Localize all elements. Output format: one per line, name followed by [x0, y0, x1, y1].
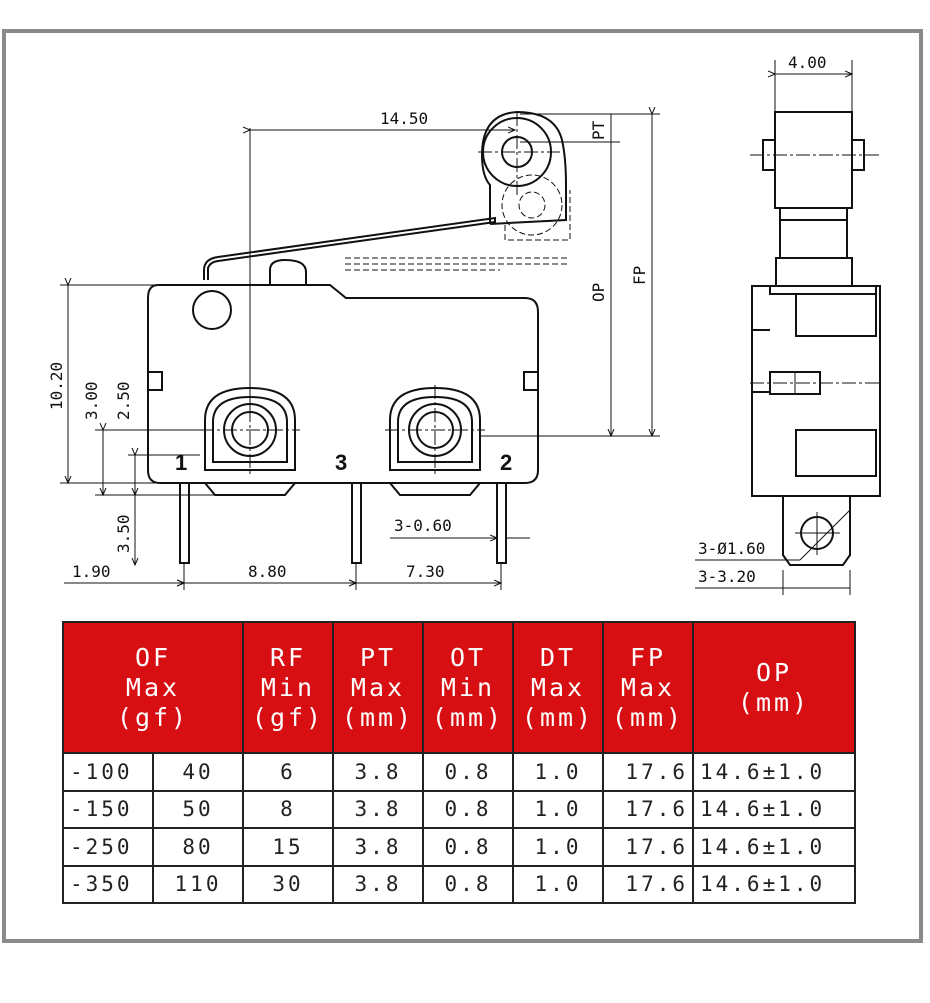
lever-arm	[203, 216, 496, 280]
label-op: OP	[589, 283, 608, 302]
pin-label-3: 3	[335, 450, 347, 475]
header-fp: FP Max (mm)	[602, 621, 694, 754]
spec-table: OF Max (gf) RF Min (gf) PT Max (mm) OT M…	[62, 621, 856, 904]
table-cell: -250	[62, 827, 154, 867]
table-cell: 1.0	[512, 864, 604, 904]
plunger	[269, 258, 307, 285]
table-row: -250 80 15 3.8 0.8 1.0 17.6 14.6±1.0	[62, 827, 856, 867]
table-cell: 0.8	[422, 864, 514, 904]
label-fp: FP	[630, 266, 649, 285]
table-cell: 1.0	[512, 789, 604, 829]
dim-top-width: 4.00	[788, 53, 827, 72]
dim-height: 10.20	[47, 362, 66, 410]
table-cell: 14.6±1.0	[692, 864, 856, 904]
table-cell: 0.8	[422, 789, 514, 829]
table-cell: 17.6	[602, 827, 694, 867]
table-cell: 80	[152, 827, 244, 867]
table-cell: 3.8	[332, 789, 424, 829]
technical-drawing: 4.00 14.50 PT OP FP 10.20 3.00 2.50 3.50…	[47, 53, 881, 595]
dim-3-00: 3.00	[82, 381, 101, 420]
header-pt: PT Max (mm)	[332, 621, 424, 754]
table-cell: -150	[62, 789, 154, 829]
pin-label-2: 2	[500, 450, 512, 475]
dim-hole-dia: 3-Ø1.60	[698, 539, 765, 558]
table-cell: 17.6	[602, 864, 694, 904]
table-cell: -350	[62, 864, 154, 904]
dim-2-50: 2.50	[114, 381, 133, 420]
header-rf: RF Min (gf)	[242, 621, 334, 754]
table-cell: 8	[242, 789, 334, 829]
header-ot: OT Min (mm)	[422, 621, 514, 754]
table-cell: 3.8	[332, 827, 424, 867]
table-cell: 110	[152, 864, 244, 904]
table-cell: 3.8	[332, 752, 424, 792]
table-cell: 0.8	[422, 752, 514, 792]
table-cell: 6	[242, 752, 334, 792]
pin-2	[496, 482, 507, 564]
header-of: OF Max (gf)	[62, 621, 244, 754]
table-cell: 14.6±1.0	[692, 827, 856, 867]
dim-tab: 3-3.20	[698, 567, 756, 586]
dim-pin-width: 3-0.60	[394, 516, 452, 535]
switch-body	[147, 284, 539, 484]
table-cell: 17.6	[602, 789, 694, 829]
header-op: OP (mm)	[692, 621, 856, 754]
table-cell: 17.6	[602, 752, 694, 792]
table-cell: 1.0	[512, 752, 604, 792]
dim-left-offset: 1.90	[72, 562, 111, 581]
top-hole	[192, 290, 232, 330]
table-row: -150 50 8 3.8 0.8 1.0 17.6 14.6±1.0	[62, 789, 856, 829]
side-view	[751, 111, 881, 566]
table-row: -350 110 30 3.8 0.8 1.0 17.6 14.6±1.0	[62, 864, 856, 904]
table-cell: 14.6±1.0	[692, 789, 856, 829]
table-cell: 50	[152, 789, 244, 829]
pin-3	[351, 482, 362, 564]
table-row: -100 40 6 3.8 0.8 1.0 17.6 14.6±1.0	[62, 752, 856, 792]
table-cell: -100	[62, 752, 154, 792]
table-cell: 1.0	[512, 827, 604, 867]
pin-label-1: 1	[175, 450, 187, 475]
dim-pitch-2: 7.30	[406, 562, 445, 581]
dim-lever-length: 14.50	[380, 109, 428, 128]
table-cell: 15	[242, 827, 334, 867]
dim-pitch-1: 8.80	[248, 562, 287, 581]
header-dt: DT Max (mm)	[512, 621, 604, 754]
table-cell: 40	[152, 752, 244, 792]
table-cell: 14.6±1.0	[692, 752, 856, 792]
table-cell: 3.8	[332, 864, 424, 904]
table-cell: 0.8	[422, 827, 514, 867]
table-cell: 30	[242, 864, 334, 904]
dim-3-50: 3.50	[114, 514, 133, 553]
label-pt: PT	[589, 120, 608, 140]
